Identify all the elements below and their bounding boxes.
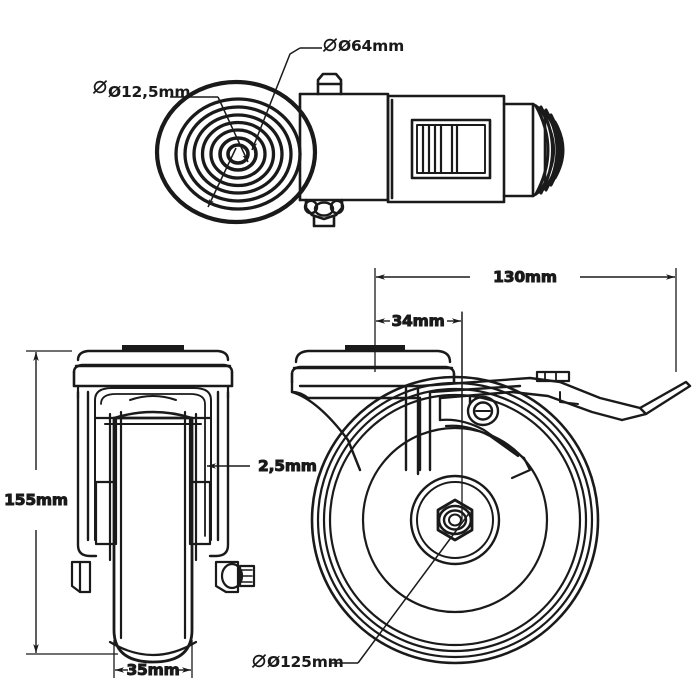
front-fork (76, 387, 230, 558)
front-wheel (108, 410, 198, 664)
length-dimensions: 130mm 34mm (374, 268, 677, 420)
top-view-dimensions: Ø12,5mm Ø64mm (92, 37, 404, 208)
side-view-dimensions: Ø125mm (251, 511, 471, 671)
side-top-plate (290, 345, 456, 384)
side-axle-hex-nut (436, 498, 474, 542)
view-top (154, 72, 565, 228)
label-wheel-diameter: Ø125mm (267, 653, 344, 671)
label-wheel-width: 35mm (126, 661, 179, 679)
label-tread-thickness: 2,5mm (258, 457, 317, 475)
side-wheel-rings (310, 375, 600, 665)
side-brake-pedal-tip (620, 380, 692, 422)
label-offset-length: 34mm (391, 312, 444, 330)
top-bolt-boss (316, 72, 343, 96)
label-overall-length: 130mm (493, 268, 557, 286)
top-brake-lever-tip (502, 102, 565, 198)
side-wheel-hub (409, 474, 501, 566)
label-bolt-circle-diameter: Ø64mm (338, 37, 404, 55)
side-swivel-bolt (466, 395, 500, 427)
top-brake-housing (298, 72, 390, 228)
top-plate-concentric-rings (174, 97, 302, 211)
front-fork-cross-detail (100, 395, 206, 425)
top-brake-ribs (421, 123, 459, 175)
label-bore-diameter: Ø12,5mm (108, 83, 190, 101)
front-view-dimensions: 155mm 2,5mm 35mm (4, 350, 317, 680)
view-side (290, 311, 692, 665)
top-plate-hub-rings (218, 136, 258, 172)
top-lever-grip-ribs (534, 104, 565, 196)
top-plate-outer-circle (154, 79, 318, 225)
front-axle-right (214, 560, 256, 594)
label-overall-height: 155mm (4, 491, 68, 509)
top-brake-body (386, 94, 506, 204)
front-axle-left (70, 560, 92, 594)
view-front (70, 345, 256, 664)
